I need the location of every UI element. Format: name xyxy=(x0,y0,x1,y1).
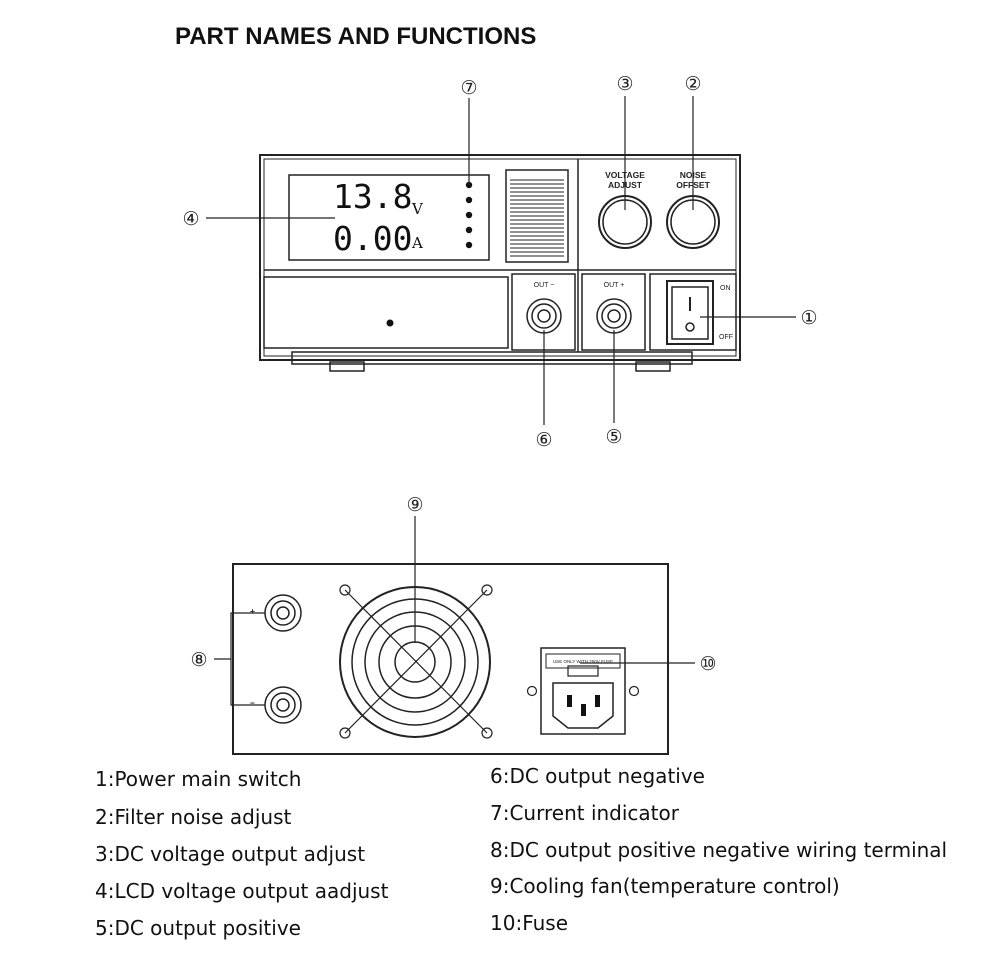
rear-terminal-plus-sign: + xyxy=(250,606,255,616)
inlet-screw xyxy=(526,685,538,697)
power-main-switch[interactable] xyxy=(671,286,709,340)
lcd-voltage-unit: V xyxy=(411,200,424,218)
rear-terminal-minus-sign: − xyxy=(250,698,255,708)
front-panel: 13.8 V 0.00 A VOLTAGE ADJUST NOISE OFFSE… xyxy=(259,154,741,372)
legend-item-2: 2:Filter noise adjust xyxy=(95,805,292,829)
legend-item-9: 9:Cooling fan(temperature control) xyxy=(490,874,840,898)
rear-positive-terminal-core xyxy=(276,606,290,620)
indicator-led xyxy=(465,226,473,234)
rear-positive-terminal[interactable] xyxy=(270,600,296,626)
indicator-led xyxy=(465,211,473,219)
legend-item-6: 6:DC output negative xyxy=(490,764,705,788)
fan-guard-strut xyxy=(344,589,488,734)
callout-1: ① xyxy=(800,307,817,329)
callout-6: ⑥ xyxy=(535,429,552,451)
socket-pin xyxy=(595,695,600,707)
legend-item-3: 3:DC voltage output adjust xyxy=(95,842,366,866)
front-panel-base xyxy=(291,351,693,365)
fuse-holder-label-area xyxy=(545,653,621,669)
front-leader-lines xyxy=(206,96,796,425)
callout-8: ⑧ xyxy=(190,649,207,671)
right-foot xyxy=(635,361,671,372)
cooling-fan xyxy=(339,584,493,739)
socket-pin xyxy=(581,704,586,716)
ac-power-socket xyxy=(552,682,614,729)
fuse-label: USE ONLY WITH 250V FUSE xyxy=(553,659,613,664)
power-switch-bezel xyxy=(666,280,714,345)
rear-panel: + − USE ONLY WITH 250V FUSE xyxy=(232,563,669,755)
vent-grille-slats xyxy=(510,179,564,257)
inlet-screw xyxy=(628,685,640,697)
out-positive-terminal-core xyxy=(607,309,621,323)
panel-dot xyxy=(386,319,394,327)
callout-10: ⑩ xyxy=(699,653,716,675)
fan-screw xyxy=(481,584,493,596)
rear-leader-lines xyxy=(214,516,695,706)
fuse-drawer[interactable] xyxy=(567,665,599,677)
fan-screw xyxy=(339,584,351,596)
power-switch-panel xyxy=(649,273,737,351)
rear-negative-terminal-core xyxy=(276,698,290,712)
front-panel-inner-border xyxy=(263,158,737,357)
page-title: PART NAMES AND FUNCTIONS xyxy=(175,23,536,50)
switch-on-label: ON xyxy=(720,285,731,292)
indicator-led xyxy=(465,196,473,204)
vent-grille xyxy=(505,169,569,263)
rear-panel-body xyxy=(232,563,669,755)
legend-item-8: 8:DC output positive negative wiring ter… xyxy=(490,838,948,862)
legend-item-4: 4:LCD voltage output aadjust xyxy=(95,879,389,903)
fan-screw xyxy=(481,727,493,739)
lcd-current-readout: 0.00 xyxy=(333,219,412,258)
out-negative-terminal[interactable] xyxy=(531,303,557,329)
callout-9: ⑨ xyxy=(406,494,423,516)
lower-blank-panel xyxy=(263,276,509,349)
current-indicator-leds xyxy=(465,181,473,249)
switch-off-mark xyxy=(685,322,695,332)
switch-off-label: OFF xyxy=(719,334,733,341)
callout-5: ⑤ xyxy=(605,426,622,448)
leader-8-bracket xyxy=(230,612,265,706)
rear-negative-terminal[interactable] xyxy=(270,692,296,718)
callout-2: ② xyxy=(684,73,701,95)
socket-pin xyxy=(567,695,572,707)
out-negative-terminal-core xyxy=(537,309,551,323)
ac-inlet-module xyxy=(540,647,626,735)
left-foot xyxy=(329,361,365,372)
legend-item-10: 10:Fuse xyxy=(490,911,568,935)
out-positive-terminal[interactable] xyxy=(601,303,627,329)
lcd-current-unit: A xyxy=(411,234,423,252)
callout-3: ③ xyxy=(616,73,633,95)
legend-item-5: 5:DC output positive xyxy=(95,916,301,940)
out-negative-label: OUT − xyxy=(534,282,555,289)
callout-4: ④ xyxy=(182,208,199,230)
callout-7: ⑦ xyxy=(460,77,477,99)
indicator-led xyxy=(465,241,473,249)
fan-screw xyxy=(339,727,351,739)
lcd-voltage-readout: 13.8 xyxy=(333,177,412,216)
legend-item-1: 1:Power main switch xyxy=(95,767,302,791)
out-positive-label: OUT + xyxy=(604,282,625,289)
front-panel-body xyxy=(259,154,741,361)
legend-item-7: 7:Current indicator xyxy=(490,801,679,825)
